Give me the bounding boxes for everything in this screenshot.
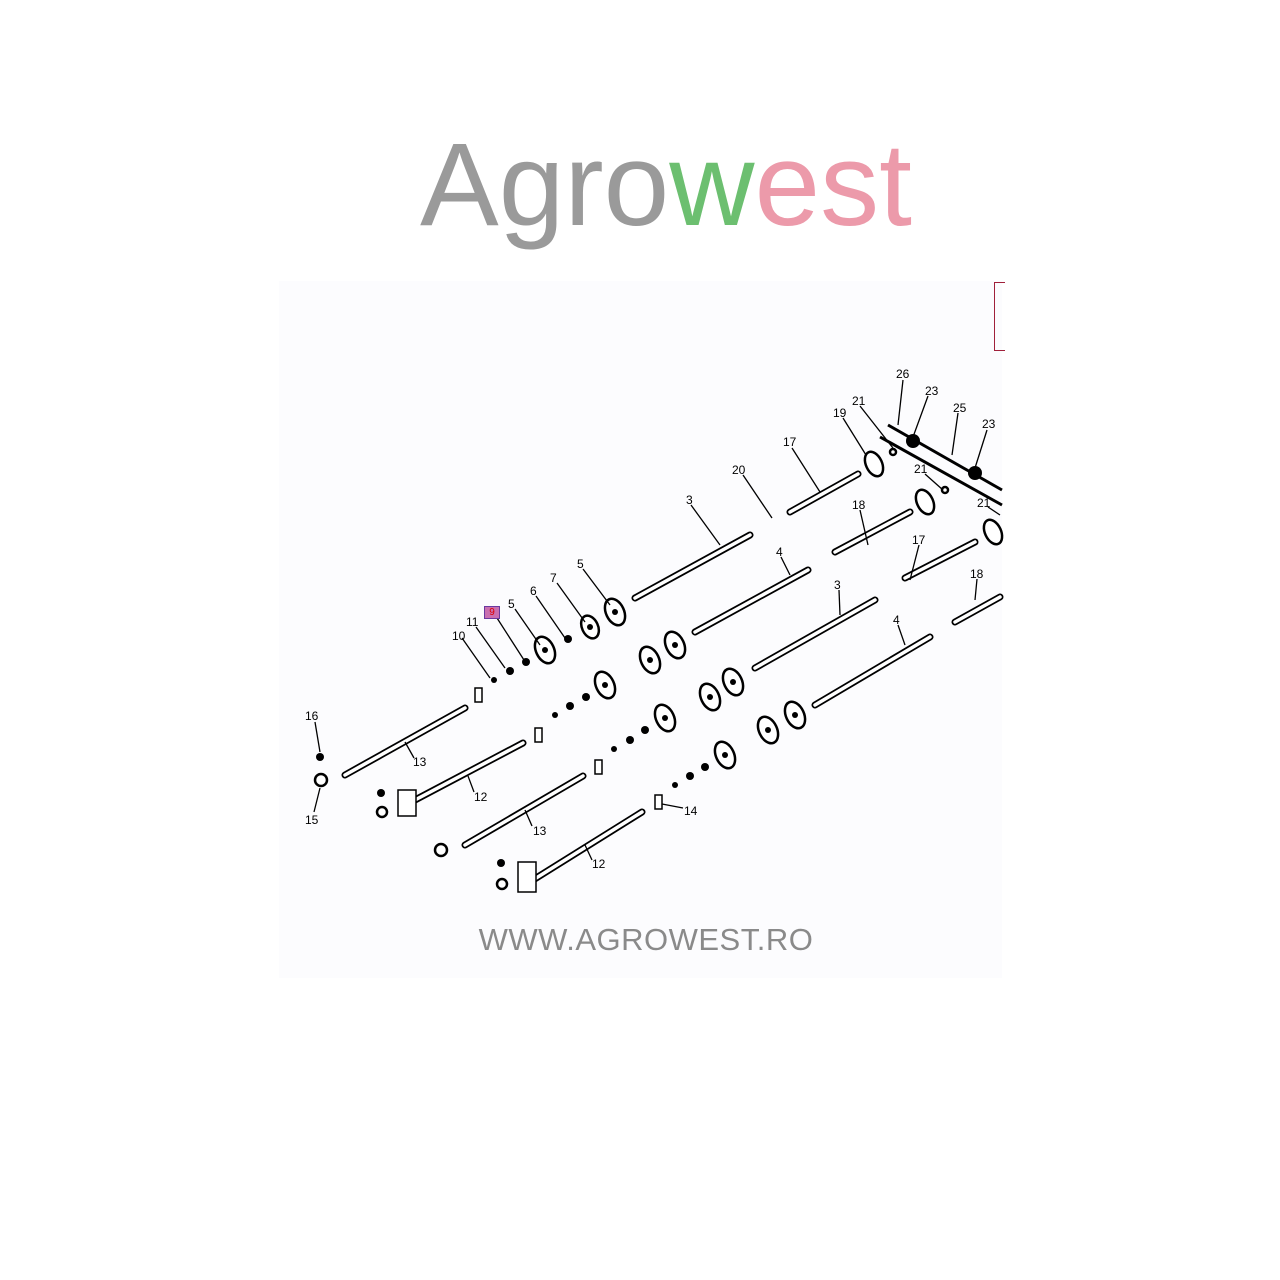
callout-label: 10 — [452, 629, 466, 643]
callout-label: 13 — [533, 824, 547, 838]
callout-label: 21 — [977, 496, 991, 510]
callout-label: 18 — [852, 498, 866, 512]
callout-label: 7 — [550, 571, 557, 585]
shaft-row-1 — [313, 447, 898, 788]
website-url: WWW.AGROWEST.RO — [478, 922, 814, 957]
callout-label: 14 — [684, 804, 698, 818]
frame-bars — [879, 423, 1003, 507]
highlighted-callout-9[interactable]: 9 — [484, 606, 500, 619]
callout-label: 25 — [953, 401, 967, 415]
callout-label: 12 — [592, 857, 606, 871]
callout-label: 11 — [466, 615, 479, 629]
callout-label: 20 — [732, 463, 746, 477]
callout-label: 26 — [896, 367, 910, 381]
callout-label: 16 — [305, 709, 319, 723]
callout-label: 3 — [834, 578, 841, 592]
callout-label: 23 — [982, 417, 996, 431]
watermark-part: w — [669, 119, 755, 251]
callout-label: 21 — [852, 394, 866, 408]
callout-label: 13 — [413, 755, 427, 769]
callout-label: 4 — [776, 545, 783, 559]
callout-label: 5 — [508, 597, 515, 611]
callout-label: 15 — [305, 813, 319, 827]
diagram-panel — [279, 281, 1002, 978]
callout-label: 17 — [912, 533, 926, 547]
callout-label: 19 — [833, 406, 847, 420]
callout-label: 5 — [577, 557, 584, 571]
watermark-part: Agro — [420, 119, 670, 251]
shaft-row-2 — [375, 485, 950, 819]
callout-label: 18 — [970, 567, 984, 581]
callout-label: 6 — [530, 584, 537, 598]
shaft-row-3 — [433, 518, 1004, 858]
callout-label: 21 — [914, 462, 928, 476]
shaft-row-4 — [495, 593, 1004, 893]
callout-label: 12 — [474, 790, 488, 804]
callout-label: 3 — [686, 493, 693, 507]
red-bracket — [994, 282, 1005, 351]
watermark-part: est — [754, 119, 912, 251]
callouts: 26 23 25 23 21 19 17 20 3 21 18 21 4 17 … — [305, 367, 1001, 871]
watermark: Agrowest — [420, 120, 912, 250]
callout-label: 23 — [925, 384, 939, 398]
callout-label: 17 — [783, 435, 797, 449]
callout-label: 4 — [893, 613, 900, 627]
